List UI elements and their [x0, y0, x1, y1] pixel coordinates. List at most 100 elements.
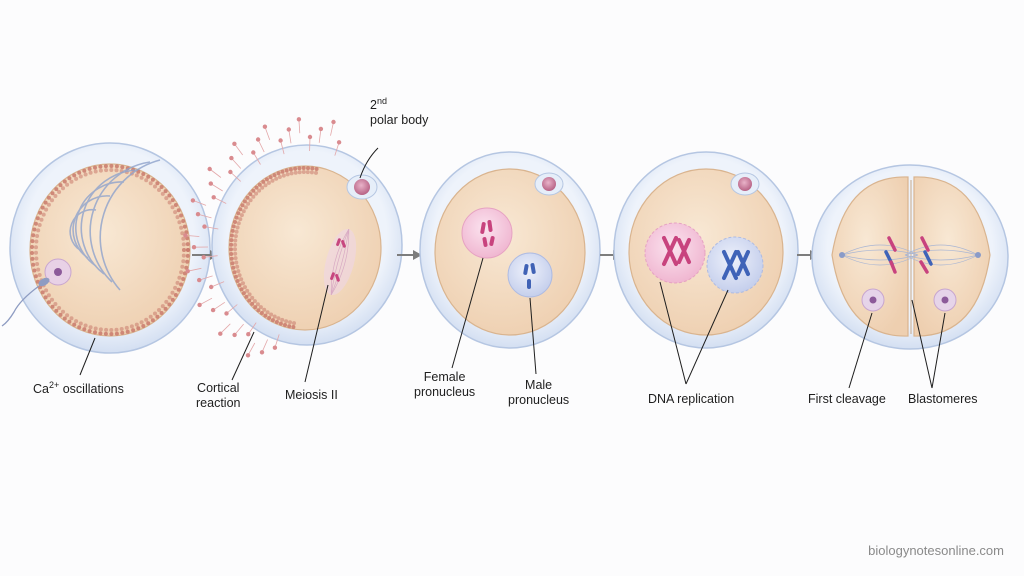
granule-trail	[192, 200, 207, 206]
cortical-granule	[141, 324, 146, 328]
cortical-granule	[281, 173, 286, 178]
cortical-granule	[31, 262, 36, 267]
cortical-granule	[109, 328, 114, 332]
cortical-granule	[177, 275, 182, 280]
cortical-granule	[240, 203, 245, 208]
cortical-granule	[272, 173, 277, 178]
leader-lines	[79, 147, 946, 389]
cortical-granule	[260, 185, 265, 190]
cortical-granule	[139, 175, 144, 180]
cortical-granule	[245, 195, 250, 200]
cortical-granule	[246, 201, 251, 206]
cortical-granule	[46, 300, 51, 305]
cortical-granule	[69, 316, 74, 321]
cortical-granule	[88, 325, 93, 330]
cortical-granule	[177, 220, 182, 225]
cortical-granule	[74, 176, 79, 181]
cortical-granule	[93, 169, 98, 174]
cortical-granule	[173, 285, 178, 290]
cortical-granule	[61, 186, 65, 191]
cortical-granule	[104, 327, 109, 332]
cortical-granule	[150, 318, 155, 323]
cortical-granule	[251, 194, 256, 199]
cortical-granule	[306, 166, 310, 171]
cortical-granule	[235, 264, 240, 269]
cortical-granule	[252, 299, 257, 304]
cortical-granule	[148, 314, 153, 319]
cortical-granule	[77, 325, 82, 330]
label-ca-oscillations: Ca2+ oscillations	[33, 378, 124, 397]
cortical-granule	[289, 171, 294, 176]
granule-trail	[187, 267, 202, 272]
label-polar-superscript: nd	[376, 96, 387, 106]
cortical-granule	[37, 223, 42, 227]
cortical-granule	[285, 172, 290, 177]
cortical-granule	[39, 217, 44, 222]
cortical-granule	[182, 248, 186, 252]
cortical-granule	[233, 256, 238, 261]
cortical-granule	[163, 306, 168, 311]
cortical-granule	[57, 190, 62, 194]
cortical-granule	[241, 291, 246, 296]
cortical-granule	[131, 328, 136, 333]
cortical-granule	[230, 228, 235, 233]
cortical-granule	[236, 221, 241, 226]
cortical-granule	[62, 316, 67, 321]
cortical-granule	[233, 238, 238, 243]
cortical-granule	[35, 234, 40, 238]
cortical-granule	[254, 185, 259, 190]
cortical-granule	[243, 205, 248, 210]
cortical-granule	[153, 311, 157, 316]
cortical-granule	[258, 305, 263, 310]
cortical-granule	[54, 308, 59, 313]
cortical-granule	[87, 329, 92, 334]
cortical-granule	[185, 253, 190, 258]
cortical-granule	[181, 219, 186, 223]
cortical-granule	[284, 168, 289, 173]
cortical-granule	[38, 210, 43, 215]
cortical-granule	[270, 318, 275, 323]
cortical-granule	[173, 210, 178, 215]
cortical-granule	[34, 250, 38, 255]
label-second-polar-body: 2nd polar body	[370, 94, 428, 128]
polar-body	[354, 179, 370, 195]
cortical-granule	[291, 325, 296, 329]
cortical-granule	[305, 170, 310, 175]
cortical-granule	[276, 316, 281, 321]
cortical-granule	[125, 329, 130, 334]
cortical-granule	[241, 281, 245, 286]
cortical-granule	[50, 198, 54, 203]
released-granule	[251, 150, 256, 155]
arrow-right-icon	[397, 250, 422, 260]
cortical-granule	[179, 282, 184, 287]
cortical-granule	[259, 311, 264, 315]
cortical-granule	[141, 172, 146, 176]
released-granule	[232, 141, 237, 146]
granule-trail	[334, 142, 340, 156]
cortical-granule	[30, 239, 35, 244]
cortical-granule	[245, 288, 250, 293]
released-granule	[202, 224, 207, 229]
cortical-granule	[229, 247, 233, 252]
cortical-granule	[167, 200, 172, 205]
released-granule	[307, 134, 313, 140]
granule-trail	[257, 139, 265, 153]
released-granule	[191, 245, 197, 250]
cortical-granule	[109, 164, 114, 168]
cortical-granule	[229, 252, 234, 256]
cortical-granule	[114, 327, 119, 332]
label-blastomeres: Blastomeres	[908, 392, 978, 406]
released-granule	[195, 212, 201, 217]
cortical-granule	[239, 277, 244, 282]
cortical-granule	[237, 283, 242, 288]
cortical-granule	[35, 216, 40, 221]
cortical-granule	[32, 227, 37, 232]
embryo-stage-first-cleavage	[811, 164, 1009, 350]
cortical-granule	[229, 256, 234, 261]
cortical-granule	[109, 332, 114, 336]
released-granule	[201, 255, 206, 260]
cortical-granule	[287, 324, 292, 329]
cortical-granule	[263, 183, 268, 188]
cortical-granule	[186, 248, 190, 252]
